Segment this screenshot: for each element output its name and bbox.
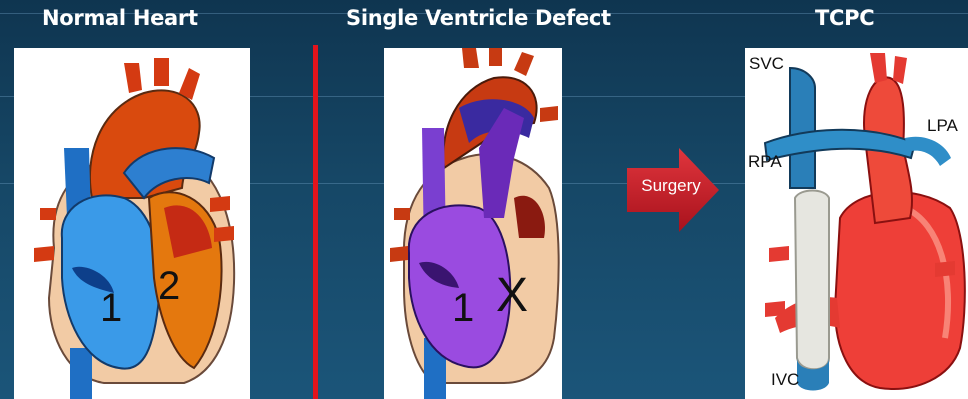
chamber-1-label: 1 — [100, 286, 122, 331]
single-ventricle-panel: 1 X — [384, 48, 562, 399]
svc-label: SVC — [749, 54, 784, 74]
chamber-1-label: 1 — [452, 286, 474, 331]
chamber-x-label: X — [496, 268, 528, 323]
title-tcpc: TCPC — [815, 6, 874, 30]
chamber-2-label: 2 — [158, 264, 180, 309]
tcpc-panel: SVC RPA LPA IVC — [745, 48, 968, 399]
title-single-ventricle: Single Ventricle Defect — [346, 6, 611, 30]
tcpc-heart-illustration — [745, 48, 968, 399]
title-normal-heart: Normal Heart — [42, 6, 198, 30]
surgery-label: Surgery — [628, 176, 714, 196]
lpa-label: LPA — [927, 116, 958, 136]
normal-heart-illustration — [14, 48, 250, 399]
single-ventricle-heart-illustration — [384, 48, 562, 399]
ivc-label: IVC — [771, 370, 799, 390]
normal-heart-panel: 1 2 — [14, 48, 250, 399]
panel-divider — [313, 45, 318, 399]
rpa-label: RPA — [748, 152, 782, 172]
